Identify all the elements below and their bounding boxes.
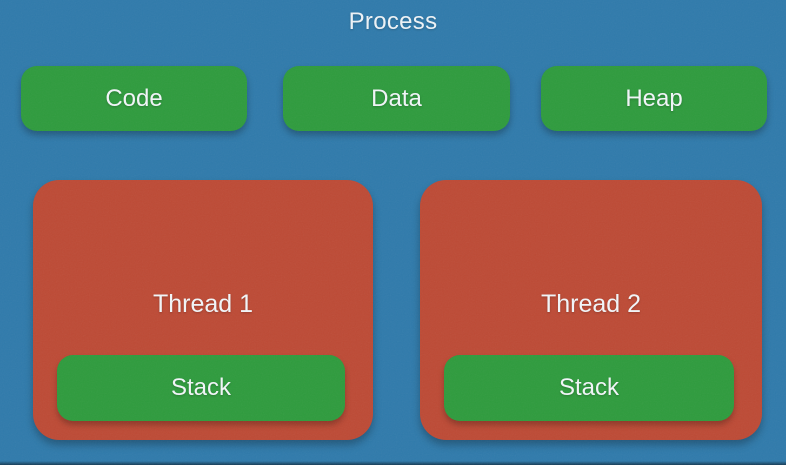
process-title: Process [348, 8, 438, 35]
thread-2-stack-block: Stack [444, 355, 734, 421]
code-block-label: Code [105, 84, 163, 112]
thread-1-block: Thread 1 Stack [33, 180, 373, 440]
thread-1-label: Thread 1 [152, 290, 254, 318]
thread-1-stack-block: Stack [57, 355, 345, 421]
thread-2-block: Thread 2 Stack [420, 180, 762, 440]
thread-1-stack-label: Stack [170, 374, 232, 401]
heap-block: Heap [541, 66, 767, 131]
data-block-label: Data [371, 84, 422, 112]
heap-block-label: Heap [625, 84, 683, 112]
data-block: Data [283, 66, 510, 131]
thread-2-stack-label: Stack [558, 374, 620, 401]
code-block: Code [21, 66, 247, 131]
thread-2-label: Thread 2 [540, 290, 642, 318]
bottom-shadow-edge [0, 461, 786, 465]
